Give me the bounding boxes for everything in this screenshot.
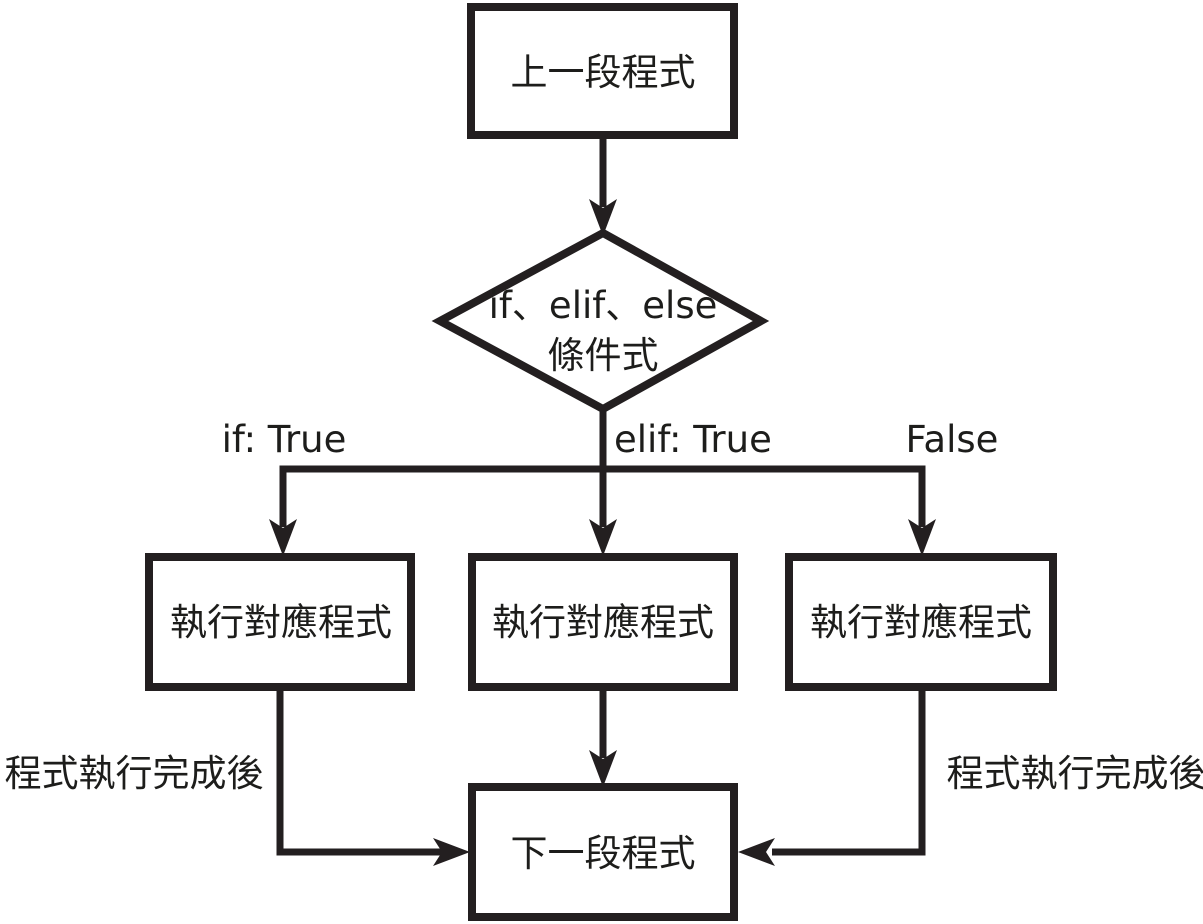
branch-label-elif-true: elif: True [614, 418, 772, 461]
after-exec-right-label: 程式執行完成後 [947, 752, 1203, 795]
arrowhead-down-into-exec-middle [589, 519, 617, 556]
exec-right-box [785, 553, 1057, 691]
arrowhead-down-into-next [589, 750, 617, 787]
exec-left-label: 執行對應程式 [170, 601, 392, 644]
arrowhead-down-into-exec-right [908, 519, 936, 556]
arrowhead-down-into-condition [589, 199, 617, 236]
arrowhead-right-into-next [433, 838, 470, 866]
edge-exec-right-to-next [772, 688, 926, 856]
exec-middle-box [468, 553, 738, 691]
condition-diamond [431, 228, 770, 414]
branch-label-if-true: if: True [222, 418, 347, 461]
after-exec-left-label: 程式執行完成後 [5, 752, 264, 795]
condition-label-line2: 條件式 [548, 334, 659, 377]
edge-exec-left-to-next [276, 688, 442, 856]
next-code-label: 下一段程式 [511, 832, 696, 875]
branch-label-false: False [906, 418, 999, 461]
exec-left-box [145, 553, 415, 691]
next-code-box [468, 783, 738, 921]
previous-code-box [467, 3, 738, 139]
arrowhead-down-into-exec-left [269, 519, 297, 556]
exec-middle-label: 執行對應程式 [492, 601, 714, 644]
exec-right-label: 執行對應程式 [810, 601, 1032, 644]
arrowhead-left-into-next [738, 838, 775, 866]
condition-label-line1: if、elif、else [489, 284, 718, 327]
previous-code-label: 上一段程式 [511, 51, 696, 94]
